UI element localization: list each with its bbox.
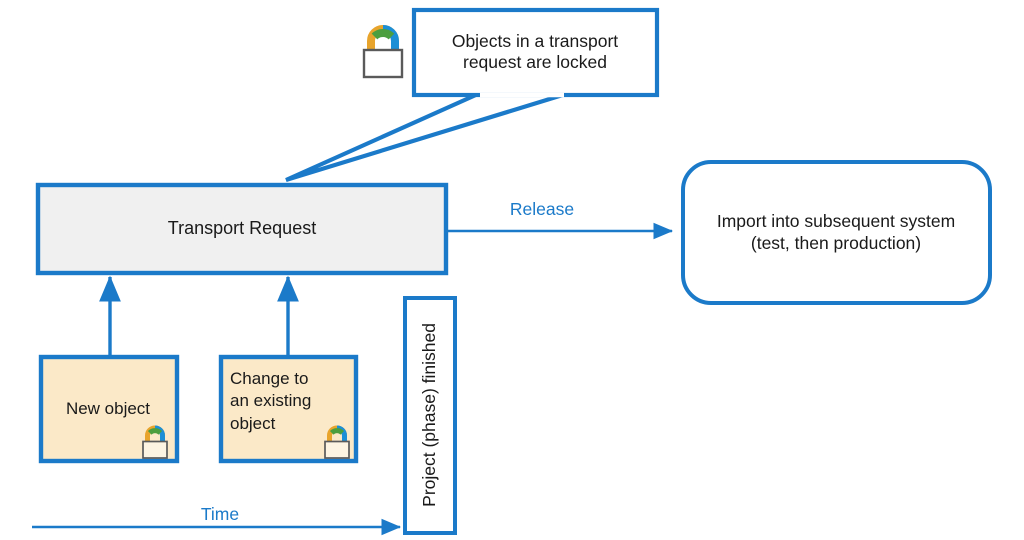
change-object-box[interactable]: [218, 354, 359, 464]
project-phase-box[interactable]: [403, 296, 457, 535]
import-system-box[interactable]: [681, 160, 992, 305]
timeline-label: Time: [200, 504, 240, 524]
new-object-box[interactable]: [38, 354, 180, 464]
callout-bubble: [411, 7, 660, 98]
release-edge-label: Release: [509, 199, 575, 219]
transport-request-box[interactable]: [35, 182, 449, 276]
callout-tail: [285, 91, 567, 183]
